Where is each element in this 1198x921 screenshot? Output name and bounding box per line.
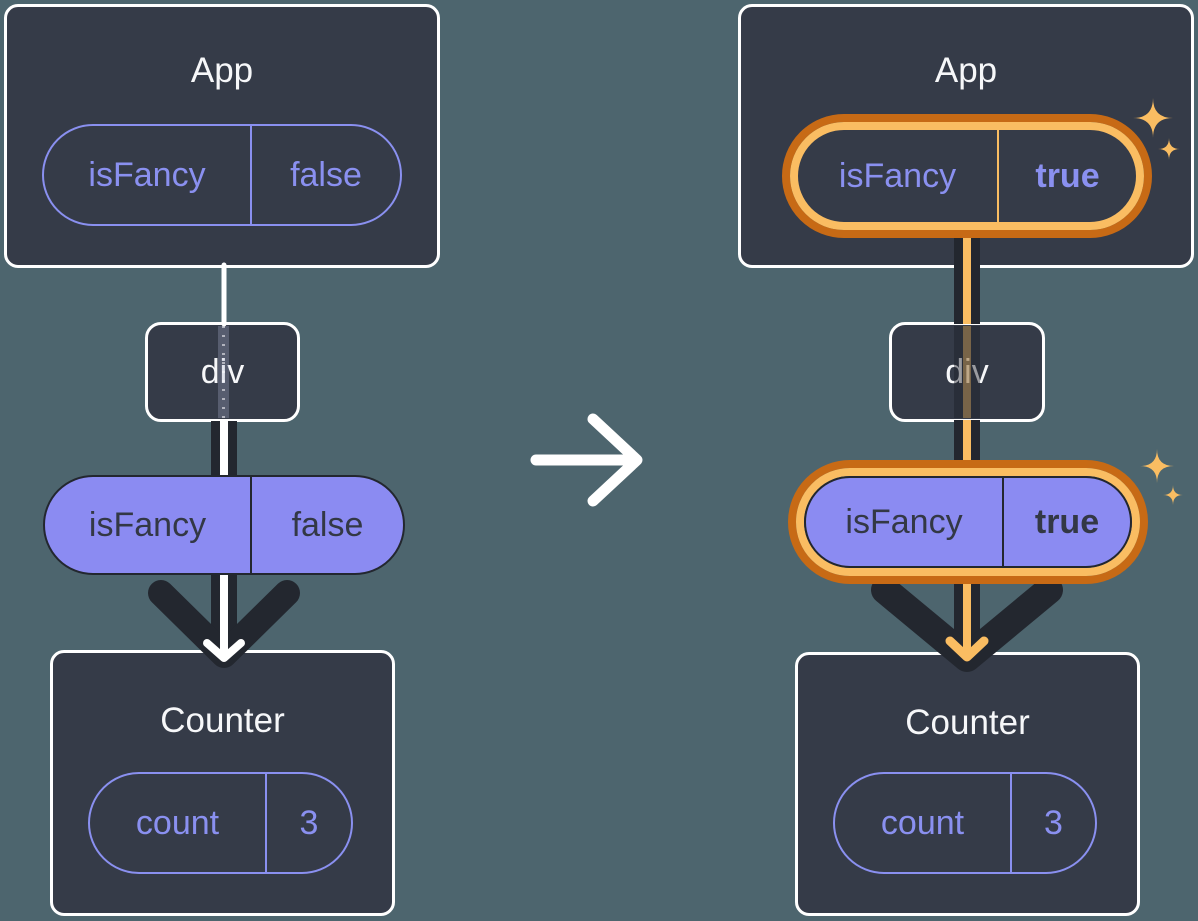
passed-prop-pill-highlight-ring: isFancy true <box>788 460 1148 584</box>
app-prop-pill-highlight-ring: isFancy true <box>782 114 1152 238</box>
state-name-label: count <box>880 803 965 842</box>
highlight-ring-inner: isFancy true <box>796 468 1140 576</box>
state-name-label: count <box>135 803 220 842</box>
prop-line-ghost-center <box>222 326 225 418</box>
prop-name-label: isFancy <box>845 502 963 541</box>
sparkle-icon <box>1163 485 1183 505</box>
passed-prop-pill: isFancy false <box>43 475 405 575</box>
app-title: App <box>934 51 998 90</box>
passed-prop-pill: isFancy true <box>804 476 1132 568</box>
flow-chevron-icon <box>871 576 1063 672</box>
counter-title: Counter <box>160 701 285 740</box>
app-prop-pill: isFancy false <box>42 124 402 226</box>
div-box: div <box>889 322 1045 422</box>
prop-name-label: isFancy <box>88 155 206 194</box>
state-value-label: 3 <box>1010 774 1095 872</box>
prop-name-label: isFancy <box>88 505 207 544</box>
counter-state-pill: count 3 <box>88 772 353 874</box>
sparkle-icon <box>1140 449 1174 483</box>
prop-line-ghost <box>954 326 980 418</box>
transition-arrow-icon <box>530 413 643 507</box>
prop-name-label: isFancy <box>838 156 957 195</box>
prop-value-label: true <box>1002 478 1130 566</box>
prop-value-label: true <box>997 130 1136 222</box>
div-title: div <box>945 352 989 391</box>
prop-line-ghost-center <box>963 326 971 418</box>
highlight-ring-inner: isFancy true <box>790 122 1144 230</box>
prop-value-label: false <box>250 126 400 224</box>
prop-value-label: false <box>250 477 403 573</box>
state-value-label: 3 <box>265 774 351 872</box>
counter-title: Counter <box>905 703 1030 742</box>
app-title: App <box>190 51 254 90</box>
flow-chevron-icon <box>148 580 300 668</box>
app-prop-pill: isFancy true <box>798 130 1136 222</box>
counter-state-pill: count 3 <box>833 772 1097 874</box>
